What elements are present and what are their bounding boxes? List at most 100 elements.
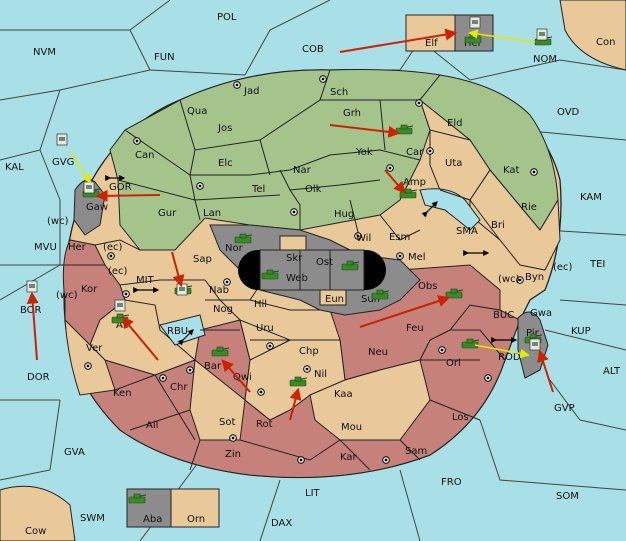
land-orn[interactable] [170, 488, 220, 528]
land-label-kaa: Kaa [334, 389, 353, 400]
army-unit [56, 133, 68, 146]
land-label-lan: Lan [203, 208, 221, 219]
land-label-nil: Nil [314, 369, 327, 380]
land-label-jos: Jos [217, 123, 232, 134]
sea-label-dax: DAX [271, 518, 292, 529]
land-label-zin: Zin [225, 449, 241, 460]
land-label-yok: Yok [355, 147, 373, 158]
land-label-elc: Elc [218, 158, 233, 169]
sea-label-cob: COB [302, 44, 324, 55]
land-label-ec1: (ec) [103, 242, 123, 253]
province-borders [60, 69, 506, 471]
land-label-olk: Olk [305, 184, 322, 195]
order-arrows [26, 28, 554, 421]
land-label-feu: Feu [406, 323, 424, 334]
land-label-esm: Esm [389, 232, 410, 243]
land-label-hug: Hug [334, 209, 354, 220]
land-label-eld: Eld [447, 118, 462, 129]
land-label-ail: Ail [146, 420, 158, 431]
sea-label-gvg: GVG [52, 157, 74, 168]
land-label-bri: Bri [491, 220, 505, 231]
sea-label-rbu: RBU [167, 326, 188, 337]
land-label-can: Can [135, 150, 154, 161]
army-unit [469, 16, 481, 29]
land-label-hel: Hel [464, 38, 480, 49]
sea-label-tei: TEI [589, 259, 605, 270]
land-label-web: Web [286, 273, 308, 284]
army-unit [83, 181, 95, 194]
land-label-rot: Rot [256, 419, 273, 430]
sea-label-fun: FUN [154, 52, 175, 63]
sea-label-alt: ALT [603, 366, 621, 377]
land-label-ken: Ken [113, 388, 132, 399]
land-label-gwa: Gwa [530, 308, 552, 319]
land-label-bar: Bar [204, 361, 222, 372]
sea-label-gvp: GVP [554, 403, 575, 414]
sea-label-nvm: NVM [33, 47, 56, 58]
sea-label-sma: SMA [456, 226, 478, 237]
land-cow[interactable] [0, 485, 76, 541]
land-label-gur: Gur [158, 208, 177, 219]
land-label-rie: Rie [521, 202, 537, 213]
land-label-grh: Grh [343, 108, 361, 119]
land-label-nab: Nab [209, 285, 229, 296]
sea-label-kam: KAM [580, 192, 602, 203]
land-label-uta: Uta [445, 158, 462, 169]
sea-label-kal: KAL [5, 162, 24, 173]
sea-label-mit: MIT [136, 275, 155, 286]
sea-sma-inlet [419, 188, 481, 231]
land-label-byn: Byn [525, 272, 544, 283]
land-label-skr: Skr [286, 253, 303, 264]
land-label-ost: Ost [316, 257, 333, 268]
land-label-nog: Nog [213, 304, 233, 315]
sea-label-gor: GOR [109, 182, 132, 193]
land-label-kar: Kar [340, 452, 358, 463]
land-label-los: Los [452, 412, 469, 423]
army-unit [536, 28, 548, 41]
land-label-sam: Sam [405, 446, 427, 457]
land-label-ec2: (ec) [108, 266, 128, 277]
land-label-wc3: (wc) [498, 274, 520, 285]
sea-label-nom: NOM [533, 54, 557, 65]
land-label-gaw: Gaw [86, 202, 108, 213]
land-label-eun: Eun [325, 294, 344, 305]
land-label-neu: Neu [368, 347, 388, 358]
adjacency-markers [105, 175, 518, 346]
land-label-tel: Tel [251, 184, 265, 195]
land-label-uru: Uru [256, 323, 274, 334]
army-unit [176, 283, 188, 296]
land-label-aba: Aba [143, 514, 162, 525]
land-label-sot: Sot [219, 417, 235, 428]
land-label-elf: Elf [425, 38, 438, 49]
sea-label-rod: ROD [498, 352, 521, 363]
sea-label-con: Con [596, 37, 615, 48]
land-label-sap: Sap [193, 254, 212, 265]
land-label-ver: Ver [86, 343, 103, 354]
land-label-chp: Chp [299, 346, 319, 357]
sea-label-buc: BUC [493, 310, 514, 321]
army-unit [529, 338, 541, 351]
sea-label-pol: POL [217, 12, 237, 23]
army-unit [26, 280, 38, 293]
land-label-nar: Nar [293, 165, 312, 176]
sea-label-swm: SWM [80, 513, 105, 524]
land-label-qua: Qua [187, 106, 207, 117]
land-label-ec3: (ec) [553, 262, 573, 273]
army-unit [114, 299, 126, 312]
land-label-qwi: Qwi [233, 372, 252, 383]
sea-label-fro: FRO [441, 477, 462, 488]
land-label-hil: Hil [254, 299, 267, 310]
sea-label-cow: Cow [25, 526, 46, 537]
land-label-wc1: (wc) [47, 216, 69, 227]
land-label-orl: Orl [446, 358, 461, 369]
land-label-amp: Amp [403, 177, 426, 188]
region-green-north [109, 69, 441, 251]
land-label-chr: Chr [170, 382, 188, 393]
land-label-wil: Wil [356, 233, 371, 244]
land-label-pir: Pir [526, 328, 540, 339]
land-label-her: Her [68, 242, 87, 253]
sea-label-mvu: MVU [34, 242, 57, 253]
land-label-sch: Sch [330, 87, 348, 98]
